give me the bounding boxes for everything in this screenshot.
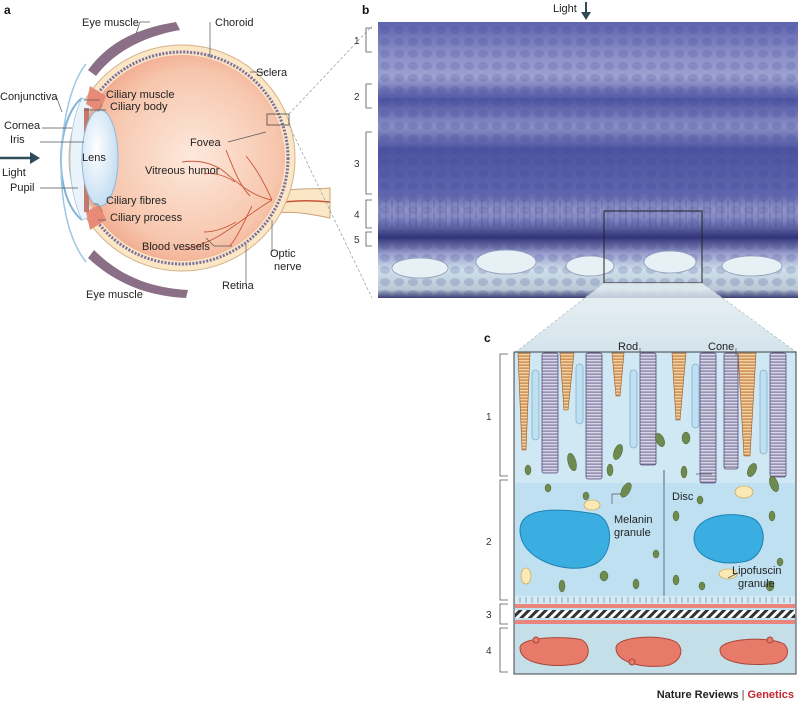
credit-journal: Nature Reviews bbox=[656, 689, 739, 701]
ciliary-fibre-line bbox=[97, 103, 103, 113]
fovea-box bbox=[266, 113, 290, 126]
retina-cell-texture bbox=[378, 22, 798, 298]
label-pupil: Pupil bbox=[10, 182, 34, 194]
label-ciliary-muscle: Ciliary muscle bbox=[106, 89, 174, 101]
label-optic-nerve-line2: nerve bbox=[274, 261, 302, 273]
label-vitreous-humor: Vitreous humor bbox=[145, 165, 220, 177]
panel-c-layer-3: 3 bbox=[486, 610, 492, 621]
basal-infoldings-lines bbox=[519, 597, 791, 603]
red-blood-cells bbox=[519, 636, 788, 667]
basal-infoldings bbox=[515, 596, 795, 604]
label-ciliary-process: Ciliary process bbox=[110, 212, 183, 224]
rpe-nucleus-right bbox=[693, 514, 764, 564]
label-cone: Cone bbox=[708, 341, 734, 353]
rpe-microvilli bbox=[531, 363, 768, 455]
credit-section: Genetics bbox=[747, 689, 794, 701]
credit-separator: | bbox=[741, 689, 745, 701]
label-choroid: Choroid bbox=[215, 17, 254, 29]
label-blood-vessels: Blood vessels bbox=[142, 241, 210, 253]
label-ciliary-fibres: Ciliary fibres bbox=[106, 195, 167, 207]
label-conjunctiva: Conjunctiva bbox=[0, 91, 58, 103]
label-iris: Iris bbox=[10, 134, 25, 146]
panel-c-funnel bbox=[516, 283, 796, 352]
label-retina: Retina bbox=[222, 280, 255, 292]
panel-c-letter: c bbox=[484, 331, 491, 345]
rods bbox=[541, 352, 787, 484]
label-lens: Lens bbox=[82, 152, 106, 164]
label-ciliary-body: Ciliary body bbox=[110, 101, 168, 113]
bruchs-membrane-bottom bbox=[515, 620, 795, 624]
conjunctiva-shape bbox=[60, 63, 87, 263]
label-fovea: Fovea bbox=[190, 137, 221, 149]
lipofuscin-granules bbox=[520, 485, 754, 585]
panel-b-light-arrowhead bbox=[581, 12, 591, 20]
panel-b-layer-5: 5 bbox=[354, 235, 360, 246]
eyeball bbox=[79, 55, 285, 261]
label-cornea: Cornea bbox=[4, 120, 41, 132]
panel-b-light-label: Light bbox=[553, 3, 577, 15]
zoom-line bbox=[288, 25, 373, 115]
choroid-vessels bbox=[391, 249, 783, 279]
ciliary-fibre-line bbox=[97, 203, 103, 213]
panel-c-layer-2: 2 bbox=[486, 537, 492, 548]
iris-bottom bbox=[84, 172, 89, 212]
panel-b-brackets bbox=[365, 27, 372, 247]
panel-b-layer-4: 4 bbox=[354, 210, 360, 221]
label-disc: Disc bbox=[672, 491, 694, 503]
panel-b: b Light bbox=[354, 2, 798, 353]
label-eye-muscle-top: Eye muscle bbox=[82, 17, 139, 29]
label-eye-muscle-bottom: Eye muscle bbox=[86, 289, 143, 301]
panel-b-letter: b bbox=[362, 3, 369, 17]
panel-b-layer-3: 3 bbox=[354, 159, 360, 170]
label-lipofuscin-line1: Lipofuscin bbox=[732, 565, 782, 577]
label-light: Light bbox=[2, 167, 26, 179]
photoreceptor-striations bbox=[379, 200, 795, 228]
label-melanin-line2: granule bbox=[614, 527, 651, 539]
panel-a: a bbox=[0, 3, 373, 301]
eye-muscle-bottom bbox=[88, 250, 188, 298]
panel-a-letter: a bbox=[4, 3, 11, 17]
panel-c-leader-lines bbox=[611, 348, 737, 579]
label-melanin-line1: Melanin bbox=[614, 514, 653, 526]
zoom-line bbox=[288, 124, 373, 299]
cones bbox=[517, 352, 757, 457]
panel-c-layer-4: 4 bbox=[486, 646, 492, 657]
panel-c-brackets bbox=[499, 353, 508, 673]
bruchs-membrane-top bbox=[515, 604, 795, 608]
label-optic-nerve-line1: Optic bbox=[270, 248, 296, 260]
blood-vessels bbox=[181, 149, 273, 251]
panel-c-layer-1: 1 bbox=[486, 412, 492, 423]
label-rod: Rod bbox=[618, 341, 638, 353]
melanin-granules bbox=[524, 431, 784, 608]
eye-muscle-top bbox=[88, 22, 180, 76]
bruchs-membrane-elastic bbox=[515, 610, 795, 618]
journal-credit: Nature Reviews|Genetics bbox=[657, 689, 794, 701]
label-sclera: Sclera bbox=[256, 67, 288, 79]
light-arrowhead bbox=[30, 152, 40, 164]
leader-lines bbox=[40, 21, 273, 286]
rbc-nuclei bbox=[532, 636, 774, 666]
panel-b-layer-1: 1 bbox=[354, 36, 360, 47]
label-lipofuscin-line2: granule bbox=[738, 578, 775, 590]
panel-b-layer-2: 2 bbox=[354, 92, 360, 103]
panel-c: c bbox=[484, 283, 797, 675]
rpe-nucleus-left bbox=[519, 509, 610, 569]
